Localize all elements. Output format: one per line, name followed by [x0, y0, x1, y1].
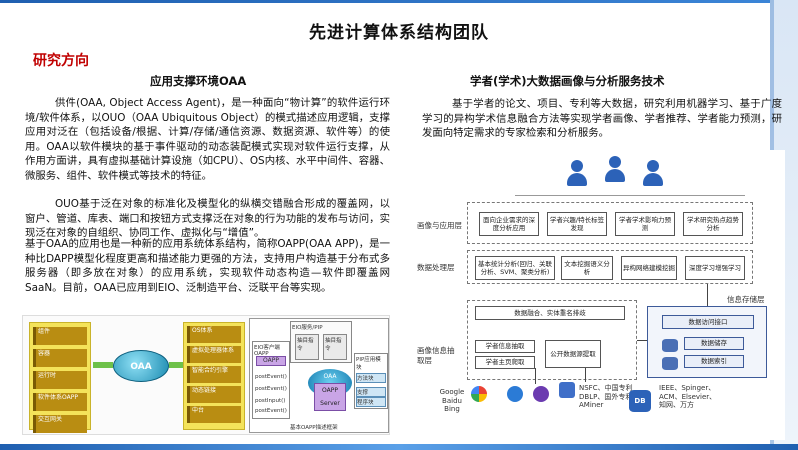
process-box: 基本统计分析(回归、关联分析、SVM、聚类分析): [475, 256, 555, 280]
app-box: 学者兴趣/特长标签发现: [547, 212, 607, 236]
db-source-icon: DB: [629, 390, 651, 412]
column-block: 中台: [187, 406, 241, 423]
column-block: 软件体系OAPP: [33, 393, 87, 411]
system-column: OS体系 虚拟处理器体系 智能合约引擎 动态链接 中台: [183, 322, 245, 430]
right-paragraph: 基于学者的论文、项目、专利等大数据，研究利用机器学习、基于广度学习的异构学术信息…: [422, 98, 782, 140]
panel-row: 抽目指令: [323, 334, 347, 360]
extract-box: 学者主页爬取: [475, 356, 535, 369]
connector-line: [585, 368, 586, 382]
column-block: 交互网关: [33, 415, 87, 433]
column-block: OS体系: [187, 326, 241, 343]
row-label-app: 画像与应用层: [417, 221, 462, 230]
panel-row: 抽目指令: [295, 334, 319, 360]
connector-line: [637, 340, 647, 341]
left-arrow: [93, 362, 113, 368]
top-accent-stripe: [0, 0, 798, 3]
source-label: NSFC、中国专利 DBLP、国外专利 AMiner: [579, 384, 633, 409]
framework-caption: 基本OAPP描述框架: [290, 425, 338, 431]
extract-box: 学者信息抽取: [475, 340, 535, 353]
oapp-server-oval: OAA OAPP Server: [308, 369, 352, 411]
storage-box: 数据访问接口 数据储存 数据索引: [647, 306, 767, 378]
db-access-box: 数据访问接口: [662, 315, 754, 329]
eio-service-title: EIO服务/PIP: [292, 325, 323, 331]
user-person-icon: [603, 156, 627, 182]
row-label-process: 数据处理层: [417, 263, 455, 272]
scholar-bigdata-diagram: 画像与应用层 面向企业需求的深度分析应用 学者兴趣/特长标签发现 学者学术影响力…: [415, 150, 785, 440]
oaa-architecture-figure: 组件 容器 运行时 软件体系OAPP 交互网关 OAA OS体系 虚拟处理器体系…: [22, 315, 390, 435]
pip-item: 程序块: [356, 397, 386, 407]
bottom-accent-stripe: [0, 444, 798, 450]
oapp-purple-tag: OAPP: [256, 356, 286, 366]
column-block: 智能合约引擎: [187, 366, 241, 383]
column-block: 容器: [33, 349, 87, 367]
pip-module-box: PIP应用模块 方法块 支撑 程序块: [354, 353, 388, 409]
eio-client-box: EIO客户端OAPP OAPP postEvent() postEvent() …: [252, 341, 290, 419]
section-label: 研究方向: [33, 53, 89, 69]
app-box: 学者学术影响力预测: [615, 212, 675, 236]
column-block: 运行时: [33, 371, 87, 389]
column-block: 组件: [33, 327, 87, 345]
column-block: 虚拟处理器体系: [187, 346, 241, 363]
top-frame: [0, 0, 798, 8]
panel-row: postEvent(): [255, 374, 287, 380]
connector-line: [707, 284, 708, 306]
oaa-oval: OAA: [113, 350, 169, 382]
pip-item: 支撑: [356, 387, 386, 397]
panel-row: postInput(): [255, 398, 286, 404]
connector-line: [535, 368, 536, 384]
right-heading: 学者(学术)大数据画像与分析服务技术: [470, 74, 665, 88]
panel-row: postEvent(): [255, 408, 287, 414]
user-person-icon: [565, 160, 589, 186]
app-box: 学术研究热点趋势分析: [683, 212, 743, 236]
page-title: 先进计算体系结构团队: [309, 23, 489, 43]
user-person-icon: [641, 160, 665, 186]
fusion-box: 数据融合、实体重名排歧: [475, 306, 625, 320]
left-paragraph-3: 基于OAA的应用也是一种新的应用系统体系结构，简称OAPP(OAA APP)，是…: [25, 238, 390, 294]
oapp-framework-panel: EIO服务/PIP 抽目指令 抽目指令 EIO客户端OAPP OAPP post…: [249, 318, 389, 433]
db-index-box: 数据索引: [684, 355, 744, 368]
component-column: 组件 容器 运行时 软件体系OAPP 交互网关: [29, 322, 91, 433]
app-layer-box: [467, 202, 753, 244]
left-paragraph-2: OUO基于泛在对象的标准化及模型化的纵横交错融合形成的覆盖网，以窗户、管道、库表…: [25, 198, 390, 240]
panel-row: postEvent(): [255, 386, 287, 392]
source-label: Google Baidu Bing: [439, 388, 465, 413]
oapp-server-label: OAA: [323, 373, 337, 380]
paper-source-icon: [559, 382, 575, 398]
process-box: 异构网络建模挖掘: [621, 256, 677, 280]
extract-layer-box: [467, 300, 637, 380]
pip-module-title: PIP应用模块: [356, 357, 381, 371]
source-label: IEEE、Spinger、 ACM、Elsevier、 知网、万方: [659, 384, 717, 409]
left-heading: 应用支撑环境OAA: [150, 74, 247, 88]
process-layer-box: [467, 250, 753, 284]
app-box: 面向企业需求的深度分析应用: [479, 212, 539, 236]
left-paragraph-1: 供件(OAA, Object Access Agent)，是一种面向“物计算”的…: [25, 97, 390, 182]
database-icon: [662, 339, 678, 352]
right-arrow: [169, 362, 183, 368]
pip-item: 方法块: [356, 373, 386, 383]
google-icon: [471, 386, 487, 402]
connector-line: [515, 195, 745, 196]
process-box: 深度学习增强学习: [685, 256, 745, 280]
oapp-server-tag: OAPP Server: [314, 383, 346, 411]
web-crawler-icon: [507, 386, 523, 402]
network-icon: [533, 386, 549, 402]
extract-box: 公开数据源提取: [545, 340, 601, 368]
eio-client-title: EIO客户端OAPP: [254, 345, 280, 357]
database-icon: [662, 357, 678, 370]
eio-service-box: EIO服务/PIP 抽目指令 抽目指令: [290, 321, 352, 363]
storage-layer-label: 信息存储层: [727, 295, 765, 304]
row-label-extract: 画像信息抽取层: [417, 346, 455, 365]
column-block: 动态链接: [187, 386, 241, 403]
process-box: 文本挖掘语义分析: [561, 256, 613, 280]
db-storage-box: 数据储存: [684, 337, 744, 350]
